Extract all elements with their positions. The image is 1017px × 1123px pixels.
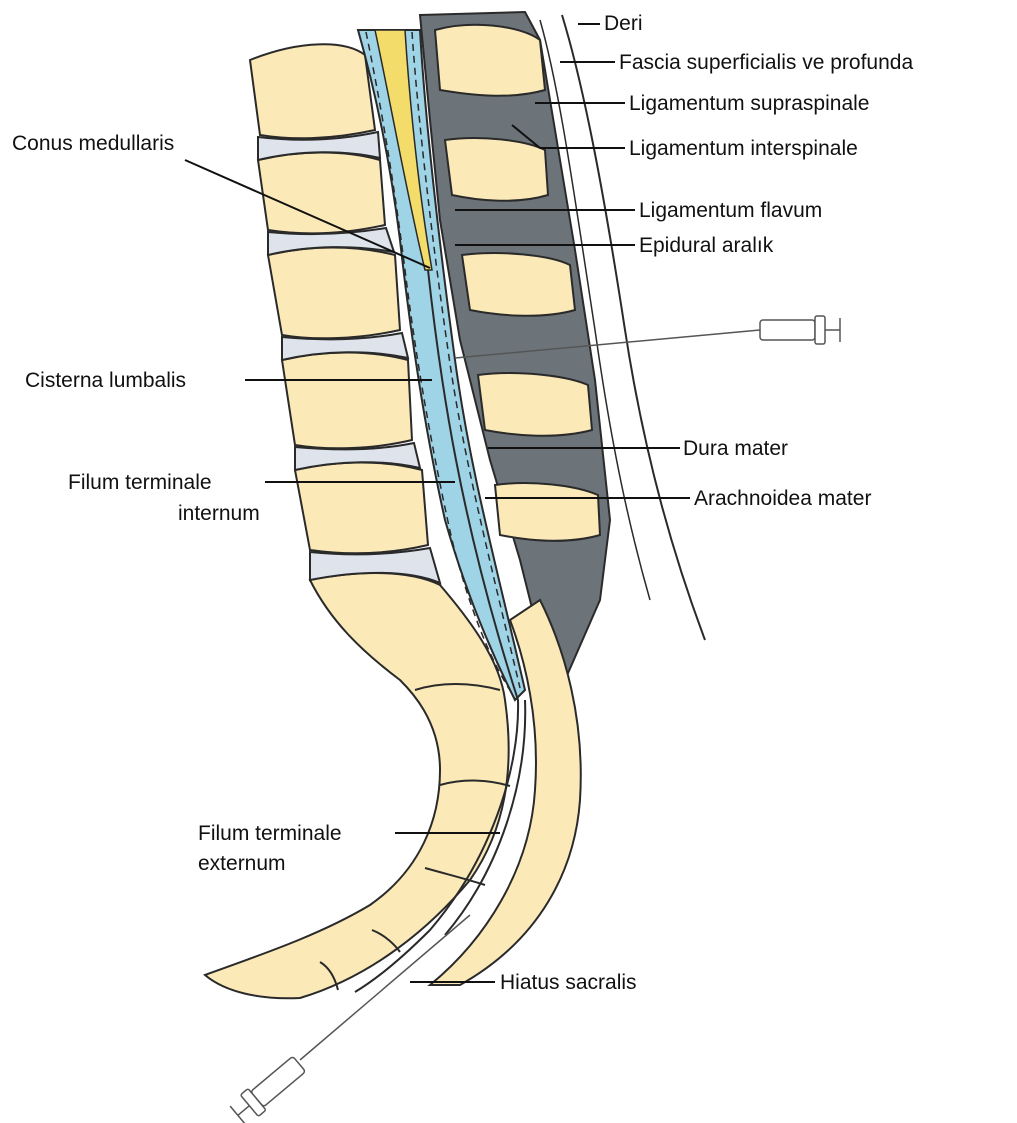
label-filum-terminale-externum-line2: externum xyxy=(198,852,286,875)
label-filum-terminale-internum-line1: Filum terminale xyxy=(68,471,212,494)
label-fascia: Fascia superficialis ve profunda xyxy=(619,51,913,74)
label-dura-mater: Dura mater xyxy=(683,437,788,460)
sacrum-anterior-column xyxy=(205,573,509,998)
label-conus-medullaris: Conus medullaris xyxy=(12,132,174,155)
label-cisterna-lumbalis: Cisterna lumbalis xyxy=(25,369,186,392)
label-filum-terminale-externum-line1: Filum terminale xyxy=(198,822,342,845)
label-filum-terminale-internum-line2: internum xyxy=(178,502,260,525)
label-ligamentum-supraspinale: Ligamentum supraspinale xyxy=(629,92,869,115)
label-ligamentum-flavum: Ligamentum flavum xyxy=(639,199,822,222)
syringe-lumbar-icon xyxy=(760,316,840,344)
label-ligamentum-interspinale: Ligamentum interspinale xyxy=(629,137,858,160)
label-arachnoidea-mater: Arachnoidea mater xyxy=(694,487,871,510)
label-hiatus-sacralis: Hiatus sacralis xyxy=(500,971,637,994)
label-epidural-aralik: Epidural aralık xyxy=(639,234,774,257)
label-deri: Deri xyxy=(604,12,643,35)
syringe-caudal-icon xyxy=(229,1053,308,1123)
